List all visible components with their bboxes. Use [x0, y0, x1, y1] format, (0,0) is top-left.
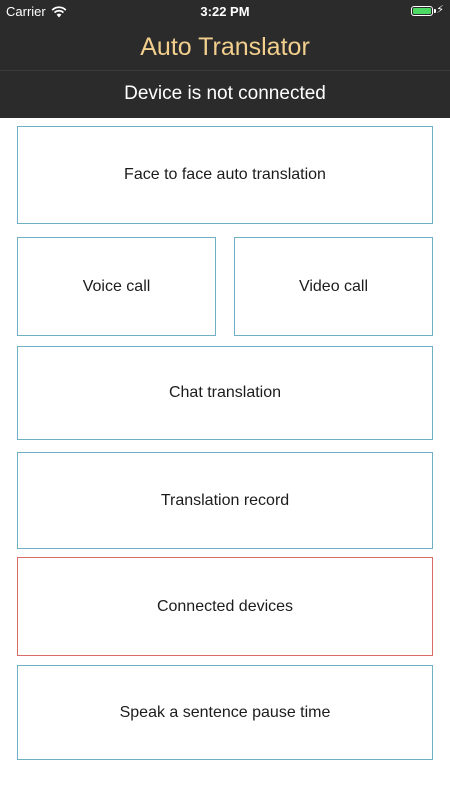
chat-translation-label: Chat translation — [168, 384, 282, 401]
translation-record-button[interactable]: Translation record — [17, 452, 433, 549]
connected-devices-button[interactable]: Connected devices — [17, 557, 433, 656]
carrier-group: Carrier — [6, 4, 67, 19]
bolt-icon: ⚡︎ — [436, 4, 444, 16]
carrier-label: Carrier — [6, 4, 46, 19]
voice-call-label: Voice call — [82, 277, 151, 295]
app-title: Auto Translator — [140, 33, 310, 61]
connected-devices-label: Connected devices — [156, 597, 294, 615]
header-divider — [0, 70, 450, 71]
chat-translation-button[interactable]: Chat translation — [17, 346, 433, 440]
battery-icon — [411, 5, 437, 16]
voice-call-button[interactable]: Voice call — [17, 237, 216, 336]
face-to-face-translation-label: Face to face auto translation — [124, 166, 326, 183]
status-time: 3:22 PM — [200, 4, 250, 19]
face-to-face-translation-button[interactable]: Face to face auto translation — [17, 126, 433, 224]
pause-time-button[interactable]: Speak a sentence pause time — [17, 665, 433, 760]
battery-level — [413, 7, 432, 14]
battery-group: ⚡︎ — [411, 5, 444, 16]
connection-status[interactable]: Device is not connected — [124, 83, 326, 104]
status-bar: Carrier 3:22 PM ⚡︎ — [0, 0, 450, 22]
app-header: Carrier 3:22 PM ⚡︎ Auto Translator Dev — [0, 0, 450, 118]
translation-record-label: Translation record — [160, 491, 290, 509]
wifi-icon — [51, 5, 67, 18]
pause-time-label: Speak a sentence pause time — [119, 703, 331, 721]
video-call-label: Video call — [298, 277, 369, 295]
video-call-button[interactable]: Video call — [234, 237, 433, 336]
